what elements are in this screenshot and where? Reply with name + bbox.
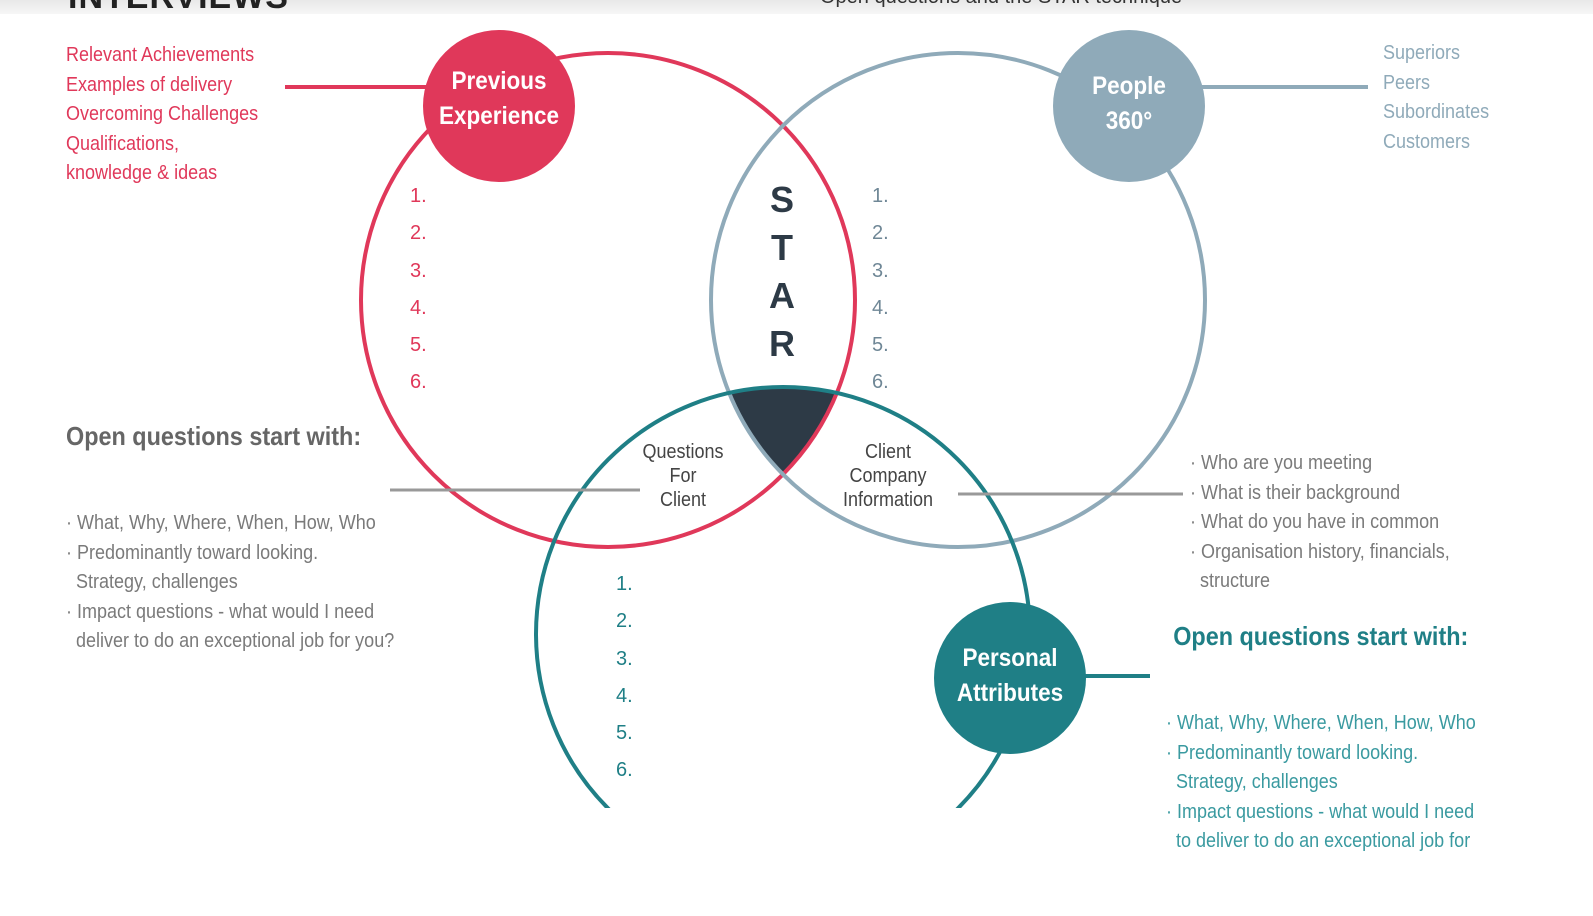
- text-item: · Impact questions - what would I need: [66, 600, 375, 623]
- text-item: 1.: [616, 573, 633, 595]
- text-item: · What, Why, Where, When, How, Who: [1166, 712, 1476, 734]
- text-item: 6.: [410, 371, 427, 394]
- venn-diagram: [285, 30, 1368, 808]
- text-item: Subordinates: [1383, 101, 1490, 123]
- text-item: A: [769, 275, 795, 316]
- previous-experience-circle: [359, 51, 857, 549]
- text-item: 1.: [872, 185, 889, 207]
- text-item: · Predominantly toward looking.: [66, 541, 319, 564]
- text-item: Relevant Achievements: [66, 44, 255, 66]
- text-item: Information: [842, 489, 934, 511]
- text-item: · Impact questions - what would I need: [1166, 800, 1475, 823]
- previous-badge: [423, 30, 575, 182]
- text-item: 6.: [616, 759, 633, 782]
- client-info-list: · Who are you meeting · What is their bac…: [1190, 390, 1450, 626]
- page-title: INTERVIEWS: [68, 0, 289, 14]
- text-item: 6.: [872, 371, 889, 394]
- personal-badge: [934, 602, 1086, 754]
- text-item: Questions: [642, 441, 724, 463]
- text-item: · What is their background: [1190, 481, 1401, 504]
- text-item: deliver to do an exceptional job for you…: [66, 630, 395, 652]
- text-item: S: [769, 179, 794, 220]
- open-questions-left: Open questions start with: · What, Why, …: [66, 421, 431, 716]
- personal-numbers: 1. 2. 3. 4. 5. 6.: [616, 566, 633, 790]
- text-item: 3.: [616, 647, 633, 670]
- text-item: Experience: [438, 102, 560, 130]
- people-badge: [1053, 30, 1205, 182]
- text-item: Open questions start with:: [1173, 621, 1469, 651]
- text-item: 5.: [872, 334, 889, 357]
- text-item: T: [771, 227, 793, 268]
- text-item: Peers: [1383, 71, 1431, 94]
- text-item: 4.: [616, 684, 633, 707]
- people-circle: [709, 51, 1207, 549]
- text-item: Previous: [451, 67, 547, 95]
- text-item: · Predominantly toward looking.: [1166, 741, 1419, 764]
- text-item: · Organisation history, financials,: [1190, 540, 1450, 563]
- text-item: 2.: [872, 222, 889, 245]
- text-item: 4.: [410, 296, 427, 319]
- text-item: 1.: [410, 185, 427, 207]
- text-item: Examples of delivery: [66, 73, 233, 96]
- open-questions-right: Open questions start with: · What, Why, …: [1166, 621, 1510, 916]
- text-item: Client: [659, 489, 707, 511]
- text-item: 3.: [410, 259, 427, 282]
- text-item: Personal: [962, 644, 1058, 672]
- text-item: People: [1092, 72, 1166, 100]
- people-numbers: 1. 2. 3. 4. 5. 6.: [872, 178, 889, 402]
- text-item: to deliver to do an exceptional job for: [1166, 830, 1471, 852]
- previous-numbers: 1. 2. 3. 4. 5. 6.: [410, 178, 427, 402]
- text-item: Customers: [1383, 130, 1471, 153]
- text-item: structure: [1190, 570, 1271, 592]
- text-item: · Who are you meeting: [1190, 452, 1373, 474]
- text-item: Superiors: [1383, 42, 1461, 64]
- people-label: People 360°: [1066, 69, 1192, 139]
- text-item: Client: [864, 441, 912, 463]
- text-item: Strategy, challenges: [66, 571, 238, 593]
- text-item: knowledge & ideas: [66, 162, 218, 184]
- star-intersection: [711, 387, 855, 547]
- text-item: 4.: [872, 296, 889, 319]
- text-item: Attributes: [956, 679, 1064, 707]
- text-item: 5.: [410, 334, 427, 357]
- text-item: R: [769, 323, 795, 364]
- text-item: · What do you have in common: [1190, 511, 1440, 533]
- text-item: 2.: [410, 222, 427, 245]
- text-item: Strategy, challenges: [1166, 771, 1338, 793]
- text-item: 3.: [872, 259, 889, 282]
- text-item: Company: [849, 465, 927, 487]
- text-item: For: [669, 465, 697, 487]
- text-item: Qualifications,: [66, 132, 180, 155]
- text-item: · What, Why, Where, When, How, Who: [66, 512, 376, 534]
- text-item: 360°: [1105, 107, 1153, 135]
- text-item: 2.: [616, 610, 633, 633]
- text-item: 5.: [616, 722, 633, 745]
- text-item: Overcoming Challenges: [66, 103, 259, 125]
- text-item: Open questions start with:: [66, 421, 362, 451]
